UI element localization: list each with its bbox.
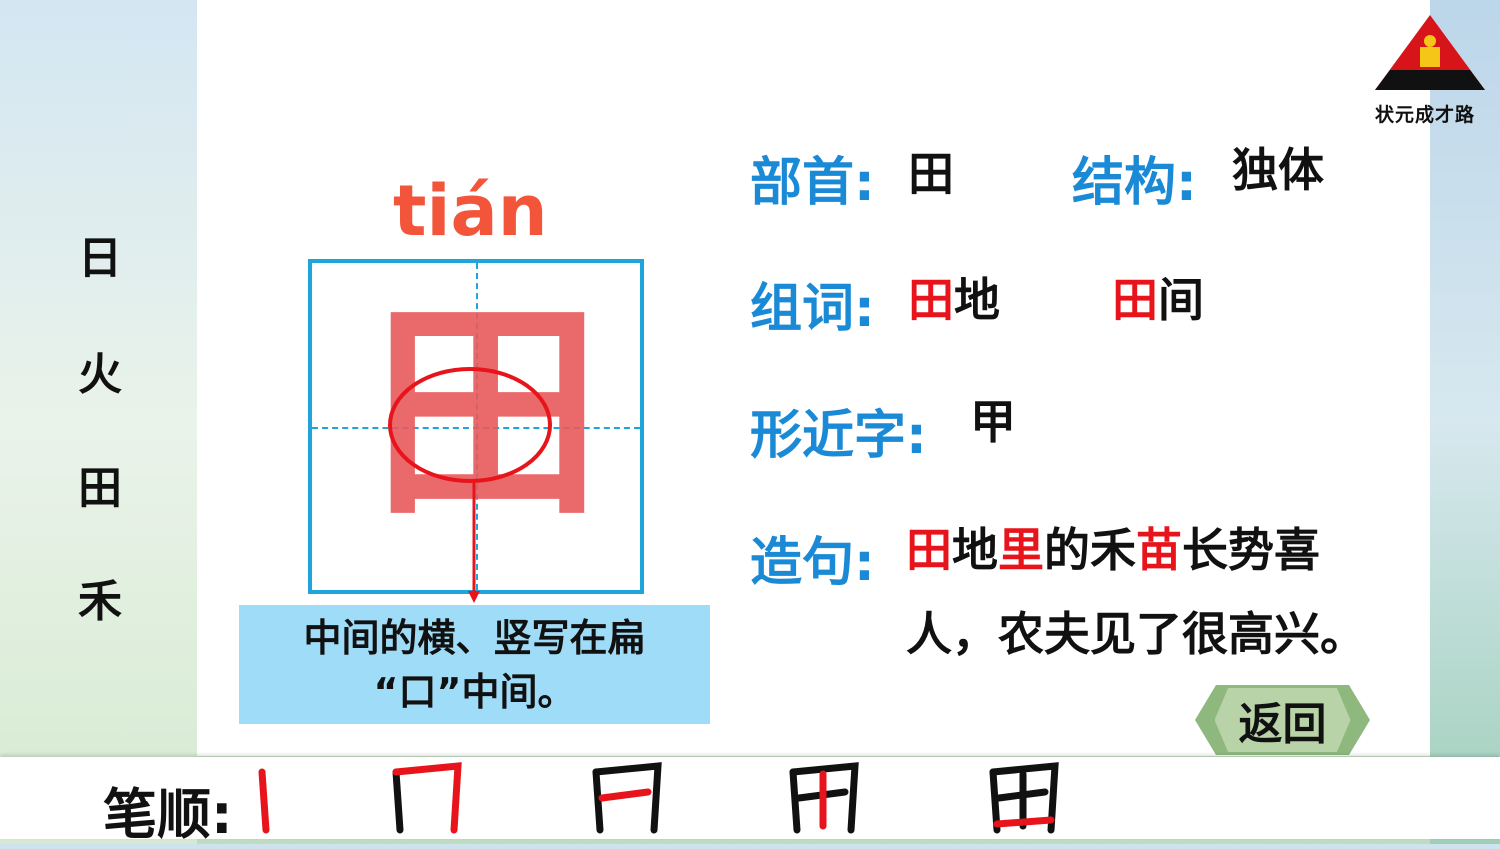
word: 田间 xyxy=(1112,264,1204,330)
stroke-tip: 中间的横、竖写在扁 “口”中间。 xyxy=(239,605,710,724)
stroke xyxy=(592,762,662,834)
main-character: 田 xyxy=(372,281,603,548)
logo: 状元成才路 xyxy=(1375,15,1485,126)
similar-label: 形近字: xyxy=(750,406,927,466)
word-rest: 地 xyxy=(954,273,1000,327)
radical-label: 部首: xyxy=(750,153,875,213)
stroke xyxy=(989,762,1059,834)
stroke xyxy=(598,788,652,802)
sidebar-char[interactable]: 火 xyxy=(78,349,122,400)
sentence-part: 田 xyxy=(906,523,952,577)
right-decoration xyxy=(1430,0,1500,844)
stroke xyxy=(789,768,801,834)
sentence-part: 里 xyxy=(998,523,1044,577)
tip-line: 中间的横、竖写在扁 xyxy=(303,616,646,660)
stroke xyxy=(258,768,270,834)
stroke-step-5 xyxy=(989,762,1059,834)
word: 田地 xyxy=(908,264,1000,330)
words-label: 组词: xyxy=(750,279,875,339)
sentence: 田地里的禾苗长势喜人，农夫见了很高兴。 xyxy=(906,508,1376,676)
logo-text: 状元成才路 xyxy=(1375,104,1476,126)
stroke xyxy=(592,768,604,834)
sentence-part: 的禾 xyxy=(1044,523,1136,577)
pinyin: tián xyxy=(393,170,548,252)
highlight-circle-arrow xyxy=(388,367,552,603)
word-highlight: 田 xyxy=(908,273,954,327)
sidebar-char[interactable]: 田 xyxy=(78,463,122,514)
logo-emblem-icon xyxy=(1375,15,1485,90)
tip-line: “口”中间。 xyxy=(373,670,576,714)
structure-label: 结构: xyxy=(1072,153,1197,213)
stroke xyxy=(993,816,1055,828)
sentence-label: 造句: xyxy=(750,533,875,593)
sentence-part: 地 xyxy=(952,523,998,577)
word-highlight: 田 xyxy=(1112,273,1158,327)
word-rest: 间 xyxy=(1158,273,1204,327)
structure-value: 独体 xyxy=(1232,143,1324,197)
similar-value: 甲 xyxy=(970,395,1016,449)
sentence-part: 长势喜人，农夫见了很高兴。 xyxy=(906,523,1366,661)
left-decoration xyxy=(0,0,197,844)
stroke xyxy=(989,768,1001,834)
stroke-step-3 xyxy=(592,762,662,834)
back-button-label: 返回 xyxy=(1214,688,1351,752)
back-button[interactable]: 返回 xyxy=(1195,685,1370,755)
stroke xyxy=(789,762,859,834)
stroke-step-2 xyxy=(392,762,462,834)
sidebar-char[interactable]: 禾 xyxy=(78,576,122,627)
sentence-part: 苗 xyxy=(1136,523,1182,577)
stroke-order-bar xyxy=(0,757,1500,839)
radical-value: 田 xyxy=(908,147,954,201)
stroke xyxy=(392,762,462,834)
stroke-step-1 xyxy=(258,768,270,834)
stroke xyxy=(392,768,404,834)
stroke-order-label: 笔顺: xyxy=(103,783,233,846)
stroke-step-4 xyxy=(789,762,859,834)
sidebar-char[interactable]: 日 xyxy=(78,233,122,284)
